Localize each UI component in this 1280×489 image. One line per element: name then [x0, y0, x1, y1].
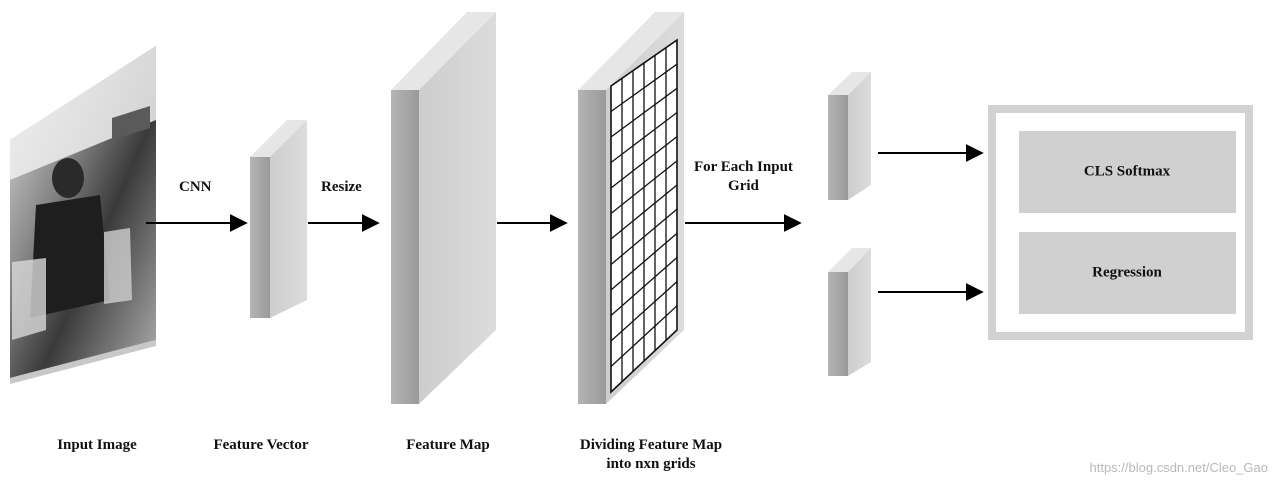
caption-dividing-feature-map: Dividing Feature Map into nxn grids — [580, 436, 722, 474]
dividing-feature-map-block — [578, 12, 684, 404]
input-image — [10, 46, 156, 384]
regression-label: Regression — [1092, 264, 1162, 281]
grid-row-line — [610, 87, 678, 138]
grid-row-line — [610, 281, 678, 342]
grid-row-line — [610, 63, 678, 113]
feature-map-block — [391, 12, 496, 404]
grid-row-line — [610, 305, 678, 367]
grid-row-line — [610, 208, 678, 265]
cls-softmax-label: CLS Softmax — [1083, 163, 1171, 180]
grid-row-line — [610, 160, 678, 215]
grid-row-line — [610, 232, 678, 291]
nxn-grid — [610, 47, 678, 382]
caption-dividing-line2: into nxn grids — [606, 456, 696, 472]
edge-label-cnn: CNN — [179, 179, 212, 195]
output-panel — [988, 105, 1253, 340]
arrows — [146, 144, 984, 301]
regression-box — [1019, 232, 1236, 314]
grid-row-line — [610, 257, 678, 316]
feature-vector-block — [250, 120, 307, 318]
grid-row-line — [610, 111, 678, 164]
output-block-top — [828, 72, 871, 200]
caption-feature-vector: Feature Vector — [213, 437, 309, 453]
caption-input-image: Input Image — [57, 437, 137, 453]
caption-feature-map: Feature Map — [406, 437, 490, 453]
grid-row-line — [610, 184, 678, 240]
edge-label-for-each-line2: Grid — [728, 178, 759, 194]
edge-label-resize: Resize — [321, 179, 362, 195]
output-block-bottom — [828, 248, 871, 376]
edge-label-for-each-line1: For Each Input — [694, 159, 793, 175]
edge-label-for-each-input-grid: For Each Input Grid — [694, 158, 793, 196]
caption-dividing-line1: Dividing Feature Map — [579, 437, 723, 453]
watermark: https://blog.csdn.net/Cleo_Gao — [1089, 460, 1268, 475]
grid-row-line — [610, 136, 678, 189]
cls-softmax-box — [1019, 131, 1236, 213]
